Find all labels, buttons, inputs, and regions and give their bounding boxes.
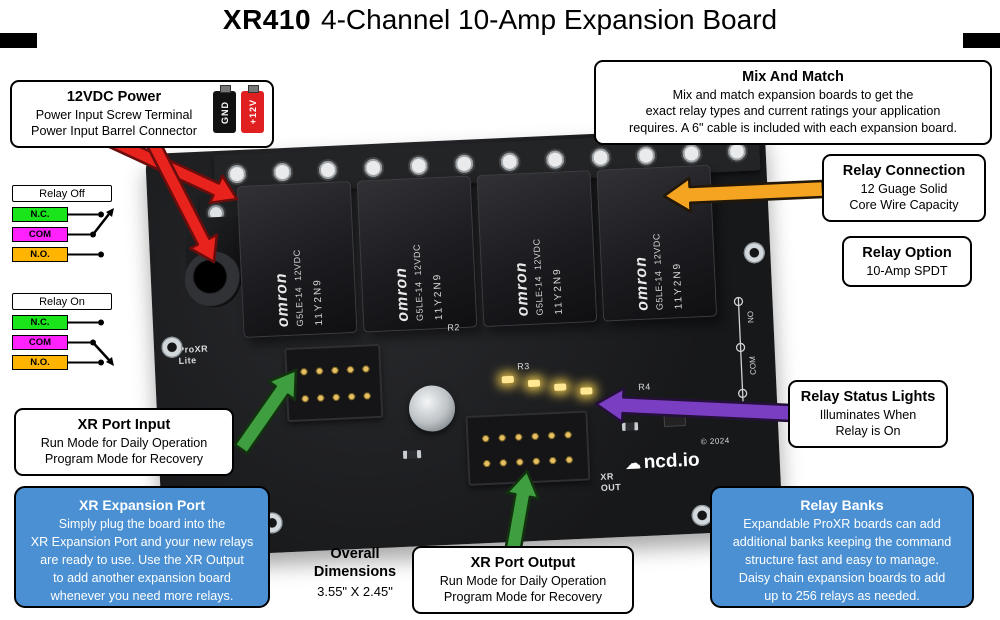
header-bar-right (963, 33, 1000, 48)
callout-xr-expansion-port: XR Expansion Port Simply plug the board … (14, 486, 270, 608)
relay-2: omron G5LE-14 12VDC 11Y2N9 (356, 175, 478, 333)
callout-relay-status-lights: Relay Status Lights Illuminates When Rel… (788, 380, 948, 449)
callout-line: Run Mode for Daily Operation (40, 435, 208, 450)
header-bar-left (0, 33, 37, 48)
smd-component (621, 422, 639, 431)
relay-code: 11Y2N9 (431, 272, 446, 321)
relay-label: omron G5LE-14 12VDC 11Y2N9 (509, 175, 566, 323)
relay-status-led-3 (554, 383, 567, 391)
nc-chip: N.C. (12, 207, 68, 222)
relay-code: 11Y2N9 (671, 261, 685, 310)
callout-title: Relay Banks (800, 497, 884, 513)
callout-line: XR Expansion Port and your new relays (30, 535, 254, 550)
gnd-pin-label: GND (213, 85, 236, 133)
callout-line: Program Mode for Recovery (443, 590, 603, 605)
svg-text:NO: NO (746, 311, 756, 323)
relay-schematic-silkscreen: NO COM (733, 296, 758, 402)
relay-4: omron G5LE-14 12VDC 11Y2N9 (596, 164, 718, 322)
callout-line: 10-Amp SPDT (866, 263, 948, 278)
callout-title: Mix And Match (742, 69, 844, 85)
no-chip: N.O. (12, 355, 68, 370)
relay-label: omron G5LE-14 12VDC 11Y2N9 (269, 185, 326, 333)
nc-chip: N.C. (12, 315, 68, 330)
overall-dimensions: Overall Dimensions 3.55" X 2.45" (298, 545, 412, 599)
callout-title: Relay Connection (842, 163, 966, 179)
callout-title: XR Expansion Port (78, 497, 206, 513)
ncd-logo: ☁ncd.io (625, 449, 701, 473)
svg-text:COM: COM (748, 356, 758, 375)
relay-status-led-2 (527, 379, 541, 388)
silkscreen-r3: R3 (516, 361, 530, 372)
relay-off-label: Relay Off (12, 185, 112, 202)
relay-on-switch-diagram (68, 319, 114, 366)
callout-line: Core Wire Capacity (849, 198, 959, 213)
xr-input-port (284, 343, 384, 423)
callout-line: Relay is On (835, 424, 901, 439)
relay-code: 11Y2N9 (312, 277, 326, 326)
dimensions-title: Overall (330, 546, 380, 562)
callout-line: to add another expansion board (53, 570, 231, 585)
callout-power: 12VDC Power Power Input Screw Terminal P… (10, 80, 274, 149)
silkscreen-r4: R4 (638, 381, 652, 393)
callout-title: XR Port Output (470, 555, 576, 571)
relay-3: omron G5LE-14 12VDC 11Y2N9 (476, 170, 598, 328)
board-photo: omron G5LE-14 12VDC 11Y2N9 omron G5LE-14… (139, 112, 790, 570)
dimensions-value: 3.55" X 2.45" (317, 584, 393, 600)
relay-label: omron G5LE-14 12VDC 11Y2N9 (389, 180, 446, 328)
callout-line: additional banks keeping the command (732, 535, 952, 550)
com-chip: COM (12, 335, 68, 350)
relay-code: 11Y2N9 (551, 267, 565, 315)
callout-line: exact relay types and current ratings yo… (645, 104, 941, 119)
callout-xr-port-output: XR Port Output Run Mode for Daily Operat… (412, 546, 634, 615)
com-chip: COM (12, 227, 68, 242)
dimensions-title: Dimensions (313, 564, 397, 581)
callout-line: Daisy chain expansion boards to add (738, 570, 946, 585)
callout-line: structure fast and easy to manage. (745, 552, 939, 567)
relay-1: omron G5LE-14 12VDC 11Y2N9 (236, 180, 358, 338)
relay-status-led-4 (580, 387, 593, 395)
no-chip: N.O. (12, 247, 68, 262)
callout-line: are ready to use. Use the XR Output (40, 552, 244, 567)
callout-line: Expandable ProXR boards can add (743, 517, 941, 532)
relay-on-label: Relay On (12, 293, 112, 310)
product-name: 4-Channel 10-Amp Expansion Board (321, 4, 778, 35)
callout-line: Simply plug the board into the (58, 517, 226, 532)
callout-relay-banks: Relay Banks Expandable ProXR boards can … (710, 486, 974, 608)
callout-line: Run Mode for Daily Operation (439, 573, 607, 588)
callout-title: Relay Status Lights (800, 389, 936, 405)
callout-title: 12VDC Power (66, 89, 162, 105)
callout-title: XR Port Input (77, 417, 171, 433)
smd-component (402, 450, 422, 459)
callout-line: up to 256 relays as needed. (764, 588, 920, 603)
silkscreen-r2: R2 (447, 322, 461, 333)
relay-status-led-1 (501, 375, 514, 384)
relay-label: omron G5LE-14 12VDC 11Y2N9 (628, 169, 685, 317)
xr-input-pins (295, 355, 372, 411)
xr-output-pins (476, 421, 579, 475)
12v-pin-label: +12V (241, 85, 264, 133)
silkscreen-copyright: © 2024 (700, 436, 730, 447)
model-number: XR410 (222, 4, 312, 35)
callout-line: Illuminates When (819, 407, 917, 422)
callout-line: 12 Guage Solid (860, 181, 948, 196)
xr-output-port (465, 410, 591, 486)
callout-line: Power Input Screw Terminal (35, 107, 193, 122)
cloud-icon: ☁ (625, 455, 642, 473)
page-title: XR410 4-Channel 10-Amp Expansion Board (0, 4, 1000, 36)
callout-mix-and-match: Mix And Match Mix and match expansion bo… (594, 60, 992, 145)
callout-line: Power Input Barrel Connector (31, 124, 197, 139)
power-pin-labels: GND +12V (213, 85, 264, 133)
callout-line: Mix and match expansion boards to get th… (672, 87, 914, 102)
callout-xr-port-input: XR Port Input Run Mode for Daily Operati… (14, 408, 234, 477)
relay-off-switch-diagram (68, 208, 114, 258)
callout-relay-option: Relay Option 10-Amp SPDT (842, 236, 972, 288)
callout-line: Program Mode for Recovery (44, 452, 204, 467)
ic-component (663, 412, 687, 428)
callout-line: requires. A 6" cable is included with ea… (629, 121, 957, 136)
callout-title: Relay Option (862, 245, 952, 261)
callout-relay-connection: Relay Connection 12 Guage Solid Core Wir… (822, 154, 986, 223)
callout-line: whenever you need more relays. (50, 588, 234, 603)
